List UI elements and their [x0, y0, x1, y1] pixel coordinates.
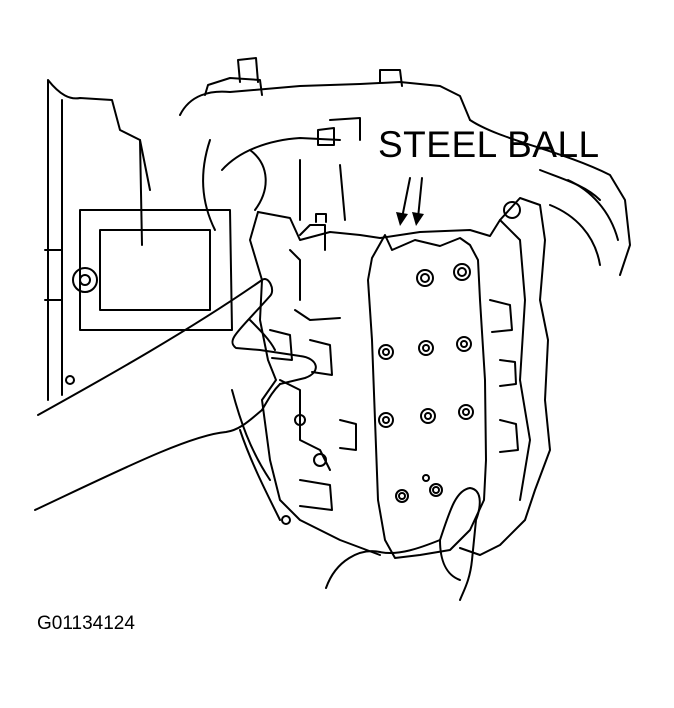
separator-plate: [367, 234, 487, 559]
valve-body: [249, 197, 551, 556]
arrowhead-icon: [396, 212, 408, 226]
hands: [34, 278, 481, 601]
transmission-case: [44, 57, 631, 521]
figure-code: G01134124: [37, 613, 135, 634]
steel-ball-callout-label: STEEL BALL: [378, 124, 600, 165]
callout-leader-arrows: [401, 177, 423, 219]
arrowhead-icon: [412, 212, 424, 226]
